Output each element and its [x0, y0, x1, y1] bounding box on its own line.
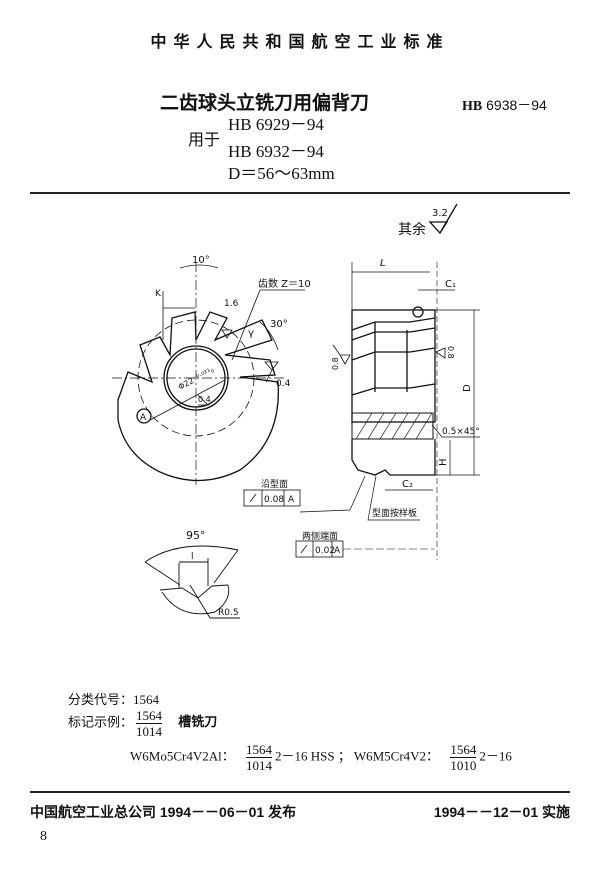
marking-label: 标记示例：	[68, 714, 134, 730]
used-for-standard-2: HB 6932－94	[228, 142, 324, 161]
roughness-note-value: 3.2	[432, 208, 448, 219]
cutter-side-view	[299, 262, 480, 560]
tol-faces-frame	[295, 540, 344, 558]
material-1-suffix: 2－16 HSS ；	[274, 748, 351, 764]
technical-drawing: 其余 3.2 10° K 齿数 Z＝10 1.6 30° γ	[112, 203, 480, 619]
material-1: W6Mo5Cr4V2Al：	[130, 748, 235, 764]
denominator: 1010	[450, 758, 477, 773]
detail-angle-label: 95°	[186, 529, 206, 542]
code-number: 6938－94	[486, 97, 547, 113]
roughness-note-label: 其余	[398, 221, 426, 238]
c2-label: C₂	[402, 479, 413, 490]
standard-header: 中华人民共和国航空工业标准	[150, 32, 450, 51]
effective-date: 1994－－12－01 实施	[433, 804, 570, 820]
teeth-count-label: 齿数 Z＝10	[258, 277, 311, 290]
tol-profile-value: 0.08	[264, 495, 284, 505]
angle-30-label: 30°	[270, 319, 288, 330]
marking-name: 槽铣刀	[178, 715, 218, 731]
classification-label: 分类代号：	[68, 692, 134, 707]
detail-l-label: l	[191, 552, 194, 562]
roughness-0-8-right: 0.8	[446, 346, 455, 359]
denominator: 1014	[245, 758, 272, 773]
numerator: 1564	[450, 742, 477, 758]
material-2: W6M5Cr4V2：	[353, 748, 440, 764]
roughness-1-6-label: 1.6	[224, 299, 239, 309]
standard-code: HB 6938－94	[462, 95, 547, 115]
h-dimension-label: H	[438, 458, 449, 466]
roughness-0-4-tooth: 0.4	[276, 379, 291, 389]
rake-angle-label: γ	[248, 328, 254, 339]
roughness-symbol-icon	[428, 203, 458, 235]
detail-radius-label: R0.5	[218, 608, 239, 618]
tol-faces-datum: A	[334, 546, 341, 556]
datum-a-label: A	[140, 413, 147, 423]
tol-faces-value: 0.02	[315, 546, 335, 556]
tol-profile-datum: A	[288, 495, 295, 505]
page-number: 8	[40, 829, 47, 844]
used-for-label: 用于	[188, 130, 221, 149]
d-dimension-label: D	[462, 384, 473, 392]
chamfer-label: 0.5×45°	[442, 427, 480, 437]
code-prefix: HB	[462, 99, 483, 114]
c1-label: C₁	[445, 279, 456, 290]
diameter-range: D＝56～63mm	[228, 164, 335, 183]
cutter-front-view	[112, 262, 305, 485]
material-2-suffix: 2－16	[479, 748, 512, 764]
header-rule	[30, 192, 570, 194]
issued-date: 中国航空工业总公司 1994－－06－01 发布	[30, 804, 297, 820]
used-for-standard-1: HB 6929－94	[228, 115, 324, 134]
numerator: 1564	[136, 708, 163, 724]
tol-profile-frame	[243, 489, 301, 507]
denominator: 1014	[136, 724, 163, 739]
l-dimension-label: L	[380, 258, 386, 269]
classification-code: 分类代号：1564	[68, 689, 159, 708]
roughness-0-4-bore: 0.4	[198, 395, 211, 404]
footer-rule	[30, 791, 570, 793]
tol-faces-label: 两侧端面	[302, 530, 338, 542]
numerator: 1564	[245, 742, 272, 758]
roughness-0-8-left: 0.8	[331, 357, 340, 370]
profile-template-label: 型面按样板	[372, 507, 417, 519]
tol-profile-label: 沿型面	[261, 479, 288, 490]
tooth-profile-detail	[144, 545, 240, 619]
classification-value: 1564	[133, 692, 160, 707]
k-label: K	[155, 289, 162, 299]
angle-10-label: 10°	[192, 255, 210, 266]
document-title: 二齿球头立铣刀用偏背刀	[160, 92, 370, 114]
